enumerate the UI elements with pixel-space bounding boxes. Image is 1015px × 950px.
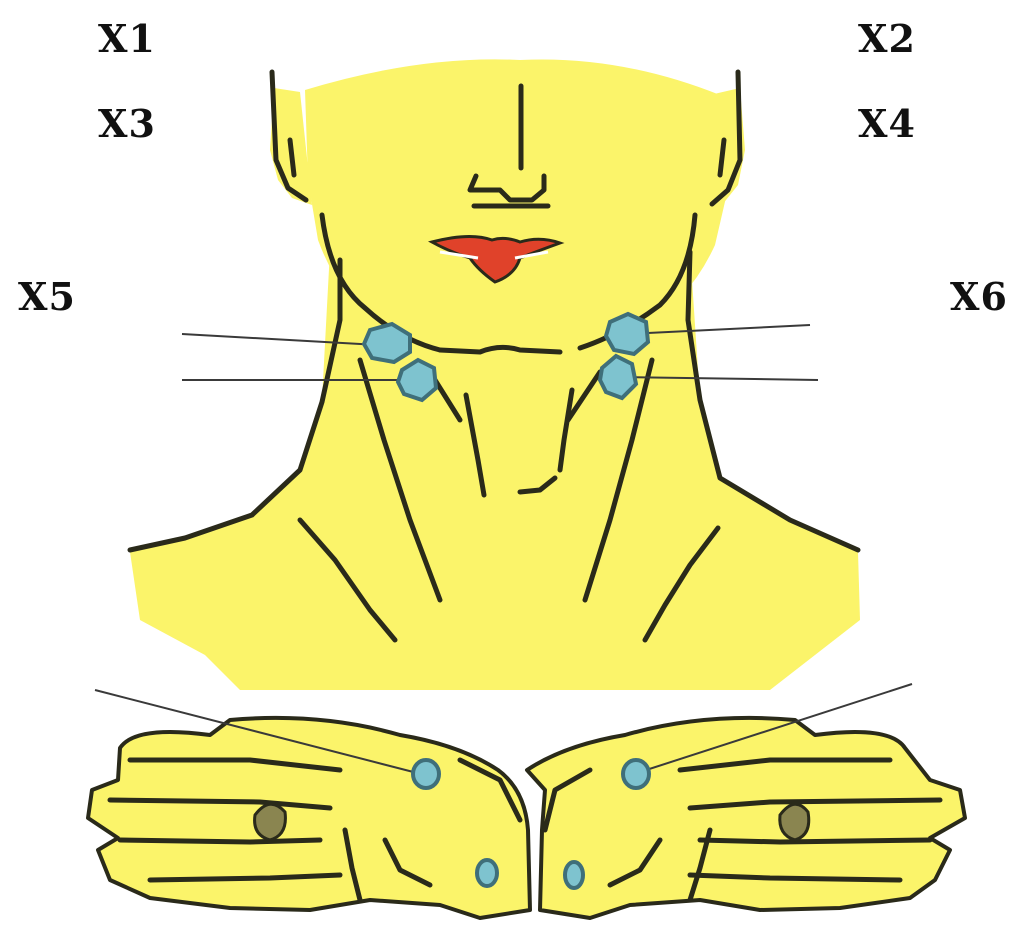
right-finger-line-3 [700, 840, 930, 842]
acupoint-neck-upper-left [364, 324, 410, 362]
right-hand-shape [527, 718, 965, 918]
acupoint-right-hand-lower [565, 862, 583, 888]
left-finger-line-3 [120, 840, 320, 842]
acupoint-right-hand-upper [623, 760, 649, 788]
left-hand-shape [88, 718, 530, 918]
acupoint-left-hand-lower [477, 860, 497, 886]
left-hand [88, 718, 530, 918]
acupoint-left-hand-upper [413, 760, 439, 788]
left-knuckle-mark [255, 804, 286, 840]
right-knuckle-mark [780, 804, 809, 840]
right-hand [527, 718, 965, 918]
acupoint-neck-upper-right [606, 314, 648, 354]
head-neck-figure [130, 59, 860, 690]
